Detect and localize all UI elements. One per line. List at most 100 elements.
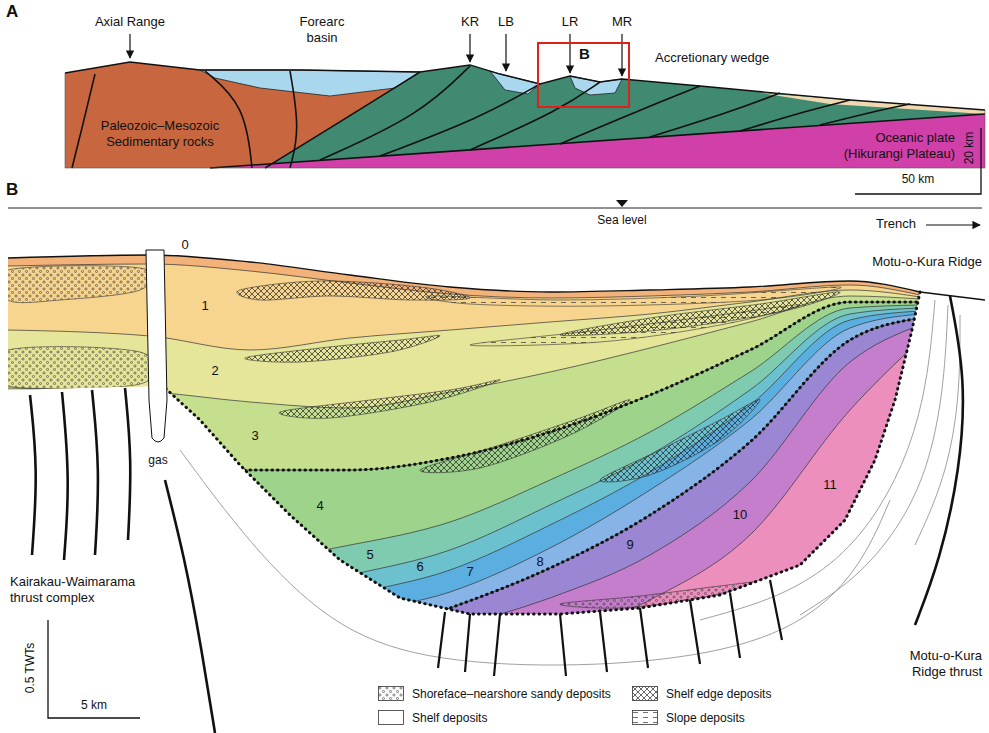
layer-number-text: 11	[823, 477, 837, 492]
layer-number: 9	[626, 537, 633, 553]
layer-number-text: 0	[181, 237, 188, 252]
sea-level-label-text: Sea level	[597, 213, 646, 227]
thrust-fault	[740, 100, 850, 131]
ridge-abbreviation-text: LR	[562, 14, 579, 29]
layer-number-text: 10	[733, 507, 747, 522]
panel-a-section	[65, 34, 985, 194]
legend-item: Slope deposits	[632, 710, 745, 725]
unit-name: Paleozoic–Mesozoic Sedimentary rocks	[90, 118, 230, 149]
facies-pattern	[0, 347, 157, 390]
normal-fault	[690, 600, 700, 664]
thrust-fault	[72, 74, 95, 168]
basin-margin	[165, 292, 920, 614]
fault-label-text: Motu-o-Kura Ridge thrust	[910, 648, 982, 679]
legend-swatch	[378, 686, 404, 701]
oceanic-plate	[210, 114, 985, 168]
legend-item: Shelf deposits	[378, 710, 487, 725]
horizon-line	[8, 314, 920, 650]
sequence-layer	[8, 264, 920, 733]
legend-swatch	[632, 710, 658, 725]
legend-item: Shelf edge deposits	[632, 686, 771, 701]
layer-number: 8	[536, 554, 543, 570]
place-name-text: Motu-o-Kura Ridge	[872, 254, 982, 269]
thrust-fault	[92, 390, 98, 555]
panel-a-base	[65, 73, 985, 168]
gas-label: gas	[148, 453, 167, 467]
facies-pattern	[237, 281, 470, 300]
place-name: Axial Range	[95, 14, 165, 30]
unit-name-text: Oceanic plate (Hikurangi Plateau)	[844, 130, 955, 161]
unit-name: Accretionary wedge	[655, 50, 769, 66]
pointer-arrow	[505, 34, 506, 71]
thrust-fault	[165, 480, 215, 733]
normal-fault	[640, 608, 648, 668]
sequence-layer	[8, 340, 920, 733]
normal-fault	[560, 614, 566, 676]
thrust-fault	[380, 84, 540, 156]
swatch-pattern	[633, 711, 658, 725]
horizon-line	[8, 311, 920, 630]
panel-letter-text: B	[6, 180, 18, 199]
layer-number: 3	[251, 428, 258, 444]
older-strata-line	[800, 305, 948, 615]
scale-bar	[48, 620, 140, 718]
layer-number-text: 5	[366, 547, 373, 562]
pointer-arrow	[469, 34, 470, 62]
inset-box: B	[537, 42, 630, 108]
thrust-fault	[125, 388, 130, 540]
ridge-abbreviation-text: KR	[461, 14, 479, 29]
fault-label-text: Kairakau-Waimarama thrust complex	[10, 574, 135, 605]
unconformity-line	[8, 302, 920, 470]
basin-fill	[0, 255, 920, 733]
sea-level-label: Sea level	[597, 213, 646, 227]
normal-fault	[600, 612, 607, 672]
horizon-line	[8, 302, 920, 470]
layer-number-text: 7	[466, 564, 473, 579]
thrust-fault	[470, 82, 600, 150]
scale-label-text: 50 km	[902, 172, 935, 186]
sequence-layer	[8, 255, 920, 733]
panel-letter: B	[579, 45, 628, 62]
place-name: Motu-o-Kura Ridge	[872, 254, 982, 270]
layer-number: 6	[416, 559, 423, 575]
horizon-line	[8, 325, 920, 690]
fault-label: Kairakau-Waimarama thrust complex	[10, 574, 160, 605]
layer-number-text: 9	[626, 537, 633, 552]
thrust-fault	[62, 392, 68, 560]
panel-letter: A	[6, 2, 18, 22]
unit-name-text: Paleozoic–Mesozoic Sedimentary rocks	[101, 118, 220, 149]
subduction-interface	[210, 114, 985, 168]
legend-text: Shelf edge deposits	[666, 687, 771, 701]
swatch-ground	[633, 711, 658, 725]
layer-number-text: 8	[536, 554, 543, 569]
layer-number: 7	[466, 564, 473, 580]
legend-swatch	[632, 686, 658, 701]
horizon-line	[8, 305, 920, 560]
legend-item: Shoreface–nearshore sandy deposits	[378, 686, 611, 701]
normal-fault	[494, 614, 500, 676]
ridge-abbreviation: KR	[461, 14, 479, 30]
layer-number-text: 3	[251, 428, 258, 443]
layer-number: 10	[733, 507, 747, 523]
fault-label: Motu-o-Kura Ridge thrust	[882, 648, 982, 679]
thrust-fault	[265, 72, 420, 168]
gas-chimney	[146, 250, 167, 442]
scale-label: 50 km	[902, 172, 935, 186]
horizon-line	[8, 290, 920, 350]
panel-b-section	[0, 200, 985, 733]
normal-fault	[770, 580, 782, 640]
scale-label: 5 km	[81, 698, 107, 712]
scale-label: 20 km	[962, 132, 976, 165]
scale-label: 0.5 TWTs	[23, 643, 37, 693]
trench-fill	[760, 93, 985, 114]
panel-letter-text: A	[6, 2, 18, 21]
normal-fault	[438, 612, 445, 668]
pointer-arrow	[129, 34, 130, 58]
layer-number-text: 2	[211, 363, 218, 378]
sea-level-line	[8, 208, 982, 209]
direction-label: Trench	[876, 216, 916, 232]
pointer-arrow	[621, 34, 622, 76]
layer-number: 5	[366, 547, 373, 563]
layer-number-text: 4	[316, 498, 323, 513]
